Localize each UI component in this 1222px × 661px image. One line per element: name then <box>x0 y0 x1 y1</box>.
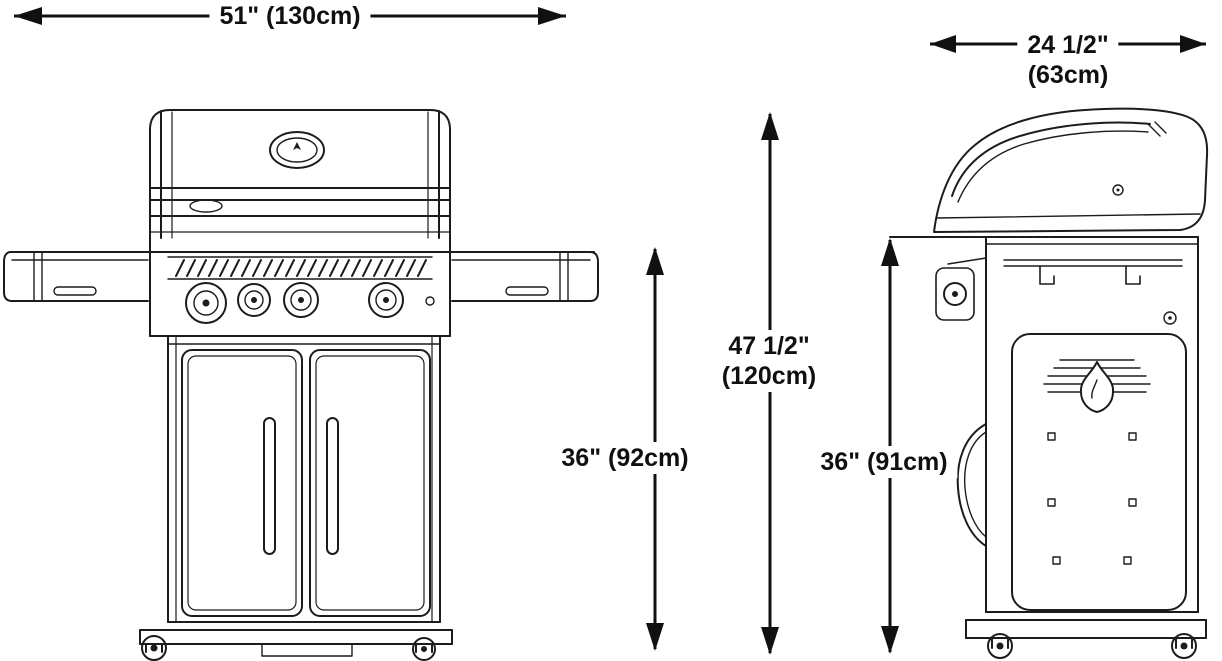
panel-screw <box>1047 498 1056 507</box>
side-outlet <box>1163 311 1177 325</box>
left-door-handle <box>263 417 276 555</box>
caster-wheel <box>1171 633 1197 659</box>
arrow-up-icon <box>881 238 899 266</box>
arrow-left-icon <box>930 35 956 53</box>
front-view-drawing <box>3 109 599 661</box>
side-base <box>965 611 1207 659</box>
side-lid <box>933 107 1209 233</box>
side-cart-height-label: 36" (91cm) <box>810 446 958 478</box>
side-width-label: 24 1/2" (63cm) <box>1017 29 1119 91</box>
tool-hook <box>1125 265 1141 285</box>
arrow-up-icon <box>646 247 664 275</box>
brand-logo-icon <box>269 131 325 169</box>
front-control-panel <box>149 237 451 337</box>
tank-bulge <box>956 423 987 547</box>
burner-knob-2 <box>237 283 271 317</box>
arrow-right-icon <box>538 7 566 25</box>
side-knob <box>943 282 967 306</box>
vent-hatching <box>175 259 427 277</box>
right-door-handle <box>326 417 339 555</box>
front-base <box>139 629 453 661</box>
side-cart <box>889 236 1199 613</box>
side-width-label-line1: 24 1/2" <box>1027 31 1109 59</box>
arrow-left-icon <box>14 7 42 25</box>
arrow-down-icon <box>881 626 899 654</box>
caster-wheel <box>141 635 167 661</box>
burner-knob-1 <box>185 282 227 324</box>
left-door <box>181 349 303 617</box>
side-panel-inset <box>1011 333 1187 611</box>
overall-height-label: 47 1/2" (120cm) <box>711 330 827 392</box>
right-door <box>309 349 431 617</box>
dimension-lines <box>14 7 1206 655</box>
arrow-down-icon <box>761 627 779 655</box>
front-cabinet <box>167 335 441 623</box>
arrow-up-icon <box>761 112 779 140</box>
panel-screw <box>1128 498 1137 507</box>
panel-screw <box>1123 556 1132 565</box>
front-left-shelf <box>3 251 595 302</box>
nameplate-badge <box>189 199 223 213</box>
front-cart-height-label: 36" (92cm) <box>551 442 699 474</box>
burner-knob-4 <box>368 282 404 318</box>
arrow-right-icon <box>1180 35 1206 53</box>
panel-screw <box>1052 556 1061 565</box>
caster-wheel <box>412 637 436 661</box>
caster-wheel <box>987 633 1013 659</box>
side-width-label-line2: (63cm) <box>1027 61 1109 89</box>
overall-height-label-line2: (120cm) <box>721 362 817 390</box>
side-view-drawing <box>889 107 1209 659</box>
arrow-down-icon <box>646 623 664 651</box>
front-lid <box>149 109 451 239</box>
panel-screw <box>1128 432 1137 441</box>
front-right-shelf <box>451 251 599 302</box>
panel-screw <box>1047 432 1056 441</box>
overall-height-label-line1: 47 1/2" <box>728 332 810 360</box>
grease-tray <box>261 643 353 657</box>
side-knob-panel <box>935 267 975 321</box>
tool-hook <box>1039 265 1055 285</box>
lid-handle <box>951 121 1151 197</box>
burner-knob-3 <box>283 282 319 318</box>
igniter-button <box>425 296 435 306</box>
front-width-label: 51" (130cm) <box>209 0 371 32</box>
flame-logo-icon <box>1079 361 1115 413</box>
lid-hinge-pin <box>1112 184 1124 196</box>
